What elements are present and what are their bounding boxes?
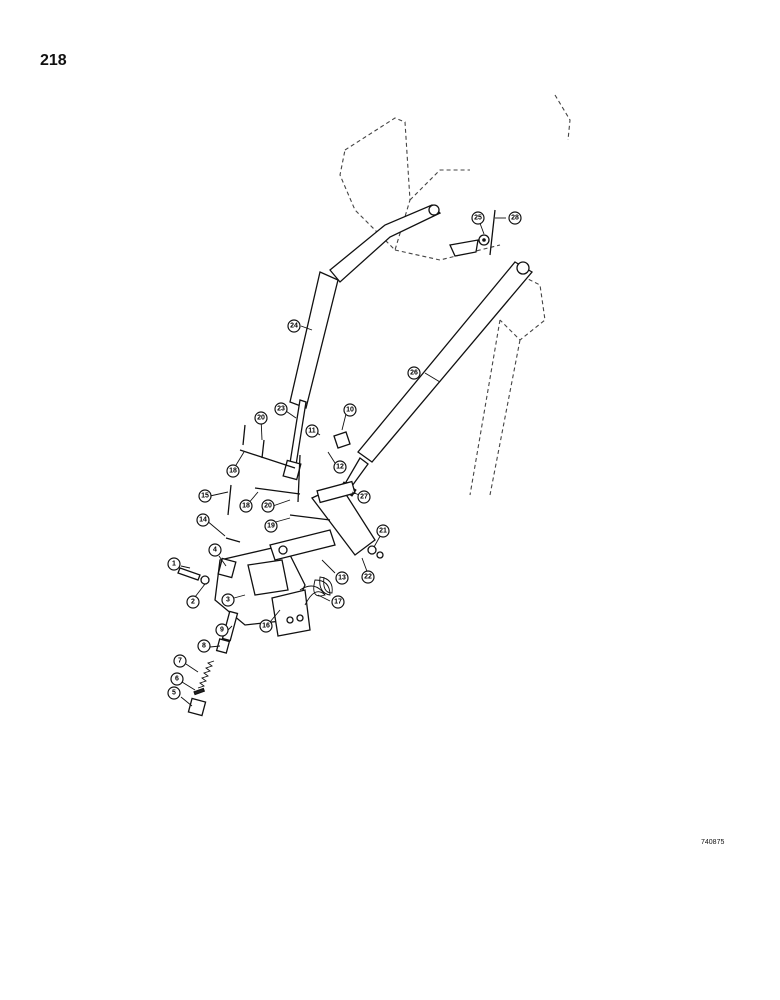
callout-19: 19	[264, 519, 278, 533]
svg-text:20: 20	[257, 415, 265, 422]
callout-25: 25	[471, 211, 485, 225]
callout-23: 23	[274, 402, 288, 416]
callout-9: 9	[215, 623, 229, 637]
svg-text:15: 15	[201, 493, 209, 500]
pin-and-washer	[449, 209, 496, 257]
svg-text:13: 13	[338, 575, 346, 582]
svg-text:19: 19	[267, 523, 275, 530]
callout-14: 14	[196, 513, 210, 527]
svg-text:10: 10	[346, 407, 354, 414]
callout-8: 8	[197, 639, 211, 653]
svg-text:22: 22	[364, 574, 372, 581]
callout-1: 1	[167, 557, 181, 571]
svg-text:25: 25	[474, 215, 482, 222]
svg-text:2: 2	[191, 599, 195, 606]
callout-6: 6	[170, 672, 184, 686]
housing	[214, 529, 336, 637]
svg-text:14: 14	[199, 517, 207, 524]
callout-7: 7	[173, 654, 187, 668]
callout-24: 24	[287, 319, 301, 333]
svg-text:6: 6	[175, 676, 179, 683]
upper-link-arm	[282, 204, 442, 481]
svg-text:28: 28	[511, 215, 519, 222]
callout-10: 10	[343, 403, 357, 417]
svg-text:3: 3	[226, 597, 230, 604]
figure-id: 740875	[701, 839, 725, 846]
svg-text:18: 18	[242, 503, 250, 510]
callout-27: 27	[357, 490, 371, 504]
page-number: 218	[40, 52, 67, 69]
callout-21: 21	[376, 524, 390, 538]
svg-text:20: 20	[264, 503, 272, 510]
long-rod	[339, 261, 533, 497]
svg-text:7: 7	[178, 658, 182, 665]
callout-26: 26	[407, 366, 421, 380]
callout-4: 4	[208, 543, 222, 557]
callout-18-upper: 18	[226, 464, 240, 478]
callout-2: 2	[186, 595, 200, 609]
svg-text:23: 23	[277, 406, 285, 413]
svg-text:9: 9	[220, 627, 224, 634]
callout-17: 17	[331, 595, 345, 609]
callout-13: 13	[335, 571, 349, 585]
svg-text:1: 1	[172, 561, 176, 568]
svg-text:4: 4	[213, 547, 217, 554]
svg-text:8: 8	[202, 643, 206, 650]
svg-text:11: 11	[308, 428, 316, 435]
callout-18-lower: 18	[239, 499, 253, 513]
callout-22: 22	[361, 570, 375, 584]
spring	[299, 576, 333, 606]
svg-text:24: 24	[290, 323, 298, 330]
callout-3: 3	[221, 593, 235, 607]
callout-12: 12	[333, 460, 347, 474]
svg-text:26: 26	[410, 370, 418, 377]
svg-text:5: 5	[172, 690, 176, 697]
phantom-outline	[339, 94, 571, 496]
svg-text:21: 21	[379, 528, 387, 535]
svg-text:12: 12	[336, 464, 344, 471]
svg-text:16: 16	[262, 623, 270, 630]
svg-text:18: 18	[229, 468, 237, 475]
callout-20-lower: 20	[261, 499, 275, 513]
callout-16: 16	[259, 619, 273, 633]
svg-text:27: 27	[360, 494, 368, 501]
callout-5: 5	[167, 686, 181, 700]
callout-15: 15	[198, 489, 212, 503]
callout-20-upper: 20	[254, 411, 268, 425]
svg-text:17: 17	[334, 599, 342, 606]
callout-11: 11	[305, 424, 319, 438]
pivot-bracket	[310, 480, 384, 559]
callout-28: 28	[508, 211, 522, 225]
pins	[225, 424, 351, 543]
